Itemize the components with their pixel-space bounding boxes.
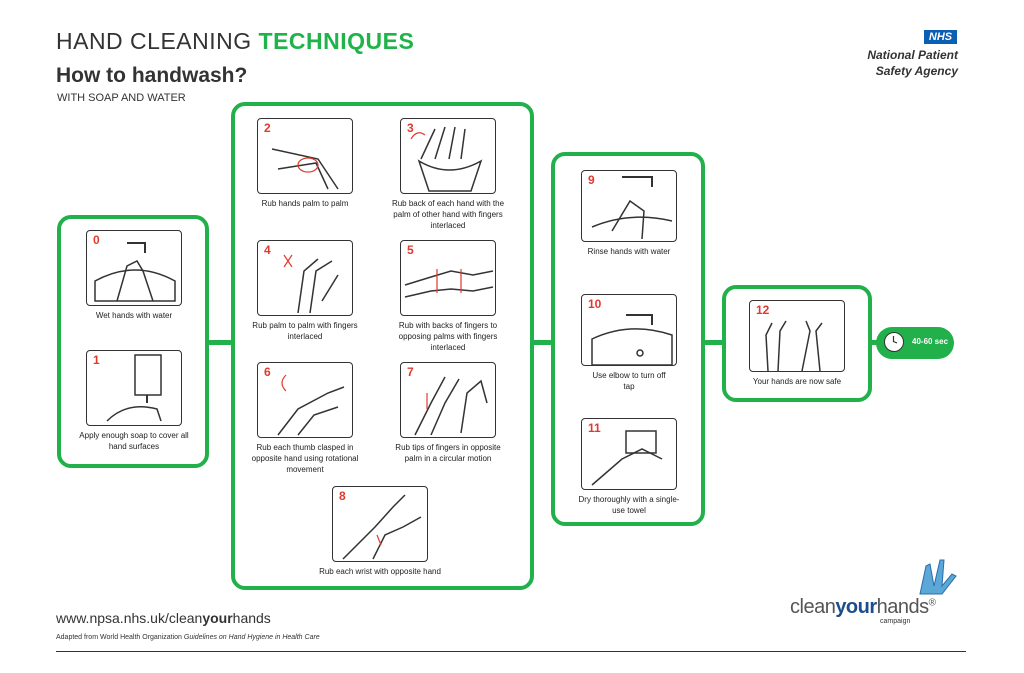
step-7: 7 Rub tips of fingers in opposite palm i… <box>388 362 508 464</box>
back-of-hand-icon <box>410 126 483 192</box>
nhs-org-line1: National Patient <box>867 48 958 62</box>
timer-badge: 40-60 sec <box>876 327 954 359</box>
page-subtitle: How to handwash? <box>56 64 248 87</box>
step-number: 4 <box>264 243 271 257</box>
step-caption: Rub each thumb clasped in opposite hand … <box>251 443 359 474</box>
step-4: 4 Rub palm to palm with fingers interlac… <box>245 240 365 342</box>
page-title: HAND CLEANING TECHNIQUES <box>56 28 414 55</box>
step-10: 10 Use elbow to turn off tap <box>566 294 692 392</box>
step-5: 5 Rub with backs of fingers to opposing … <box>388 240 508 353</box>
step-caption: Rub hands palm to palm <box>261 199 349 208</box>
step-11: 11 Dry thoroughly with a single-use towe… <box>566 418 692 516</box>
step-illustration: 12 <box>749 300 845 372</box>
title-part1: HAND CLEANING <box>56 28 259 54</box>
step-illustration: 2 <box>257 118 353 194</box>
note-italic: Guidelines on Hand Hygiene in Health Car… <box>183 634 320 641</box>
step-illustration: 3 <box>400 118 496 194</box>
step-caption: Rub with backs of fingers to opposing pa… <box>398 321 498 352</box>
step-number: 6 <box>264 365 271 379</box>
step-6: 6 Rub each thumb clasped in opposite han… <box>245 362 365 475</box>
step-illustration: 8 <box>332 486 428 562</box>
connector-line <box>868 340 878 345</box>
step-0: 0 Wet hands with water <box>66 230 202 321</box>
step-illustration: 11 <box>581 418 677 490</box>
footer-divider <box>56 651 966 652</box>
wrist-rub-icon <box>342 494 422 560</box>
step-illustration: 5 <box>400 240 496 316</box>
sink-hands-icon <box>94 242 176 302</box>
step-2: 2 Rub hands palm to palm <box>245 118 365 209</box>
step-number: 9 <box>588 173 595 187</box>
backs-of-fingers-icon <box>404 269 494 298</box>
clean-hands-icon <box>765 320 823 372</box>
step-caption: Rub each wrist with opposite hand <box>319 567 441 576</box>
thumb-rotation-icon <box>277 374 345 436</box>
hands-logo-icon <box>919 559 957 595</box>
connector-line <box>702 340 724 345</box>
step-number: 2 <box>264 121 271 135</box>
step-caption: Rub tips of fingers in opposite palm in … <box>395 443 501 463</box>
logo-part2: your <box>835 596 877 618</box>
step-number: 1 <box>93 353 100 367</box>
connector-line <box>530 340 555 345</box>
step-illustration: 0 <box>86 230 182 306</box>
logo-part1: clean <box>790 596 836 618</box>
step-number: 3 <box>407 121 414 135</box>
nhs-org-line2: Safety Agency <box>875 64 958 78</box>
step-caption: Your hands are now safe <box>752 377 842 386</box>
clock-icon <box>884 332 904 352</box>
footer-note: Adapted from World Health Organization G… <box>56 634 320 641</box>
url-suffix: hands <box>232 610 271 626</box>
step-9: 9 Rinse hands with water <box>566 170 692 257</box>
step-number: 12 <box>756 303 770 317</box>
step-caption: Use elbow to turn off tap <box>592 371 666 391</box>
step-number: 7 <box>407 365 414 379</box>
step-illustration: 10 <box>581 294 677 366</box>
step-caption: Dry thoroughly with a single-use towel <box>578 495 680 515</box>
elbow-tap-icon <box>591 314 673 366</box>
interlaced-fingers-icon <box>283 254 339 314</box>
step-3: 3 Rub back of each hand with the palm of… <box>388 118 508 231</box>
url-prefix: www.npsa.nhs.uk/clean <box>56 610 203 626</box>
connector-line <box>205 340 235 345</box>
step-illustration: 4 <box>257 240 353 316</box>
step-8: 8 Rub each wrist with opposite hand <box>300 486 460 577</box>
page-subsubtitle: WITH SOAP AND WATER <box>57 92 186 104</box>
nhs-logo-badge: NHS <box>924 30 957 44</box>
step-number: 11 <box>588 421 601 435</box>
step-number: 10 <box>588 297 602 311</box>
step-illustration: 9 <box>581 170 677 242</box>
title-accent: TECHNIQUES <box>258 28 415 54</box>
url-bold: your <box>202 610 233 626</box>
step-12: 12 Your hands are now safe <box>734 300 860 387</box>
step-1: 1 Apply enough soap to cover all hand su… <box>66 350 202 452</box>
step-caption: Rub palm to palm with fingers interlaced <box>252 321 358 341</box>
logo-part3: hands <box>876 596 930 618</box>
footer-url[interactable]: www.npsa.nhs.uk/cleanyourhands <box>56 610 271 626</box>
soap-dispenser-icon <box>106 354 162 422</box>
step-illustration: 7 <box>400 362 496 438</box>
step-illustration: 1 <box>86 350 182 426</box>
campaign-logo: cleanyourhands® <box>790 596 936 619</box>
rinse-hands-icon <box>591 176 673 240</box>
step-caption: Rub back of each hand with the palm of o… <box>391 199 505 230</box>
step-caption: Apply enough soap to cover all hand surf… <box>79 431 189 451</box>
fingertips-circular-icon <box>414 376 488 436</box>
palm-to-palm-icon <box>271 148 339 190</box>
step-illustration: 6 <box>257 362 353 438</box>
step-number: 0 <box>93 233 100 247</box>
logo-registered: ® <box>928 597 936 609</box>
step-caption: Wet hands with water <box>95 311 173 320</box>
step-number: 5 <box>407 243 414 257</box>
step-number: 8 <box>339 489 346 503</box>
towel-dry-icon <box>591 430 663 486</box>
logo-campaign-text: campaign <box>880 618 911 625</box>
step-caption: Rinse hands with water <box>587 247 671 256</box>
note-prefix: Adapted from World Health Organization <box>56 634 184 641</box>
timer-label: 40-60 sec <box>912 337 949 346</box>
